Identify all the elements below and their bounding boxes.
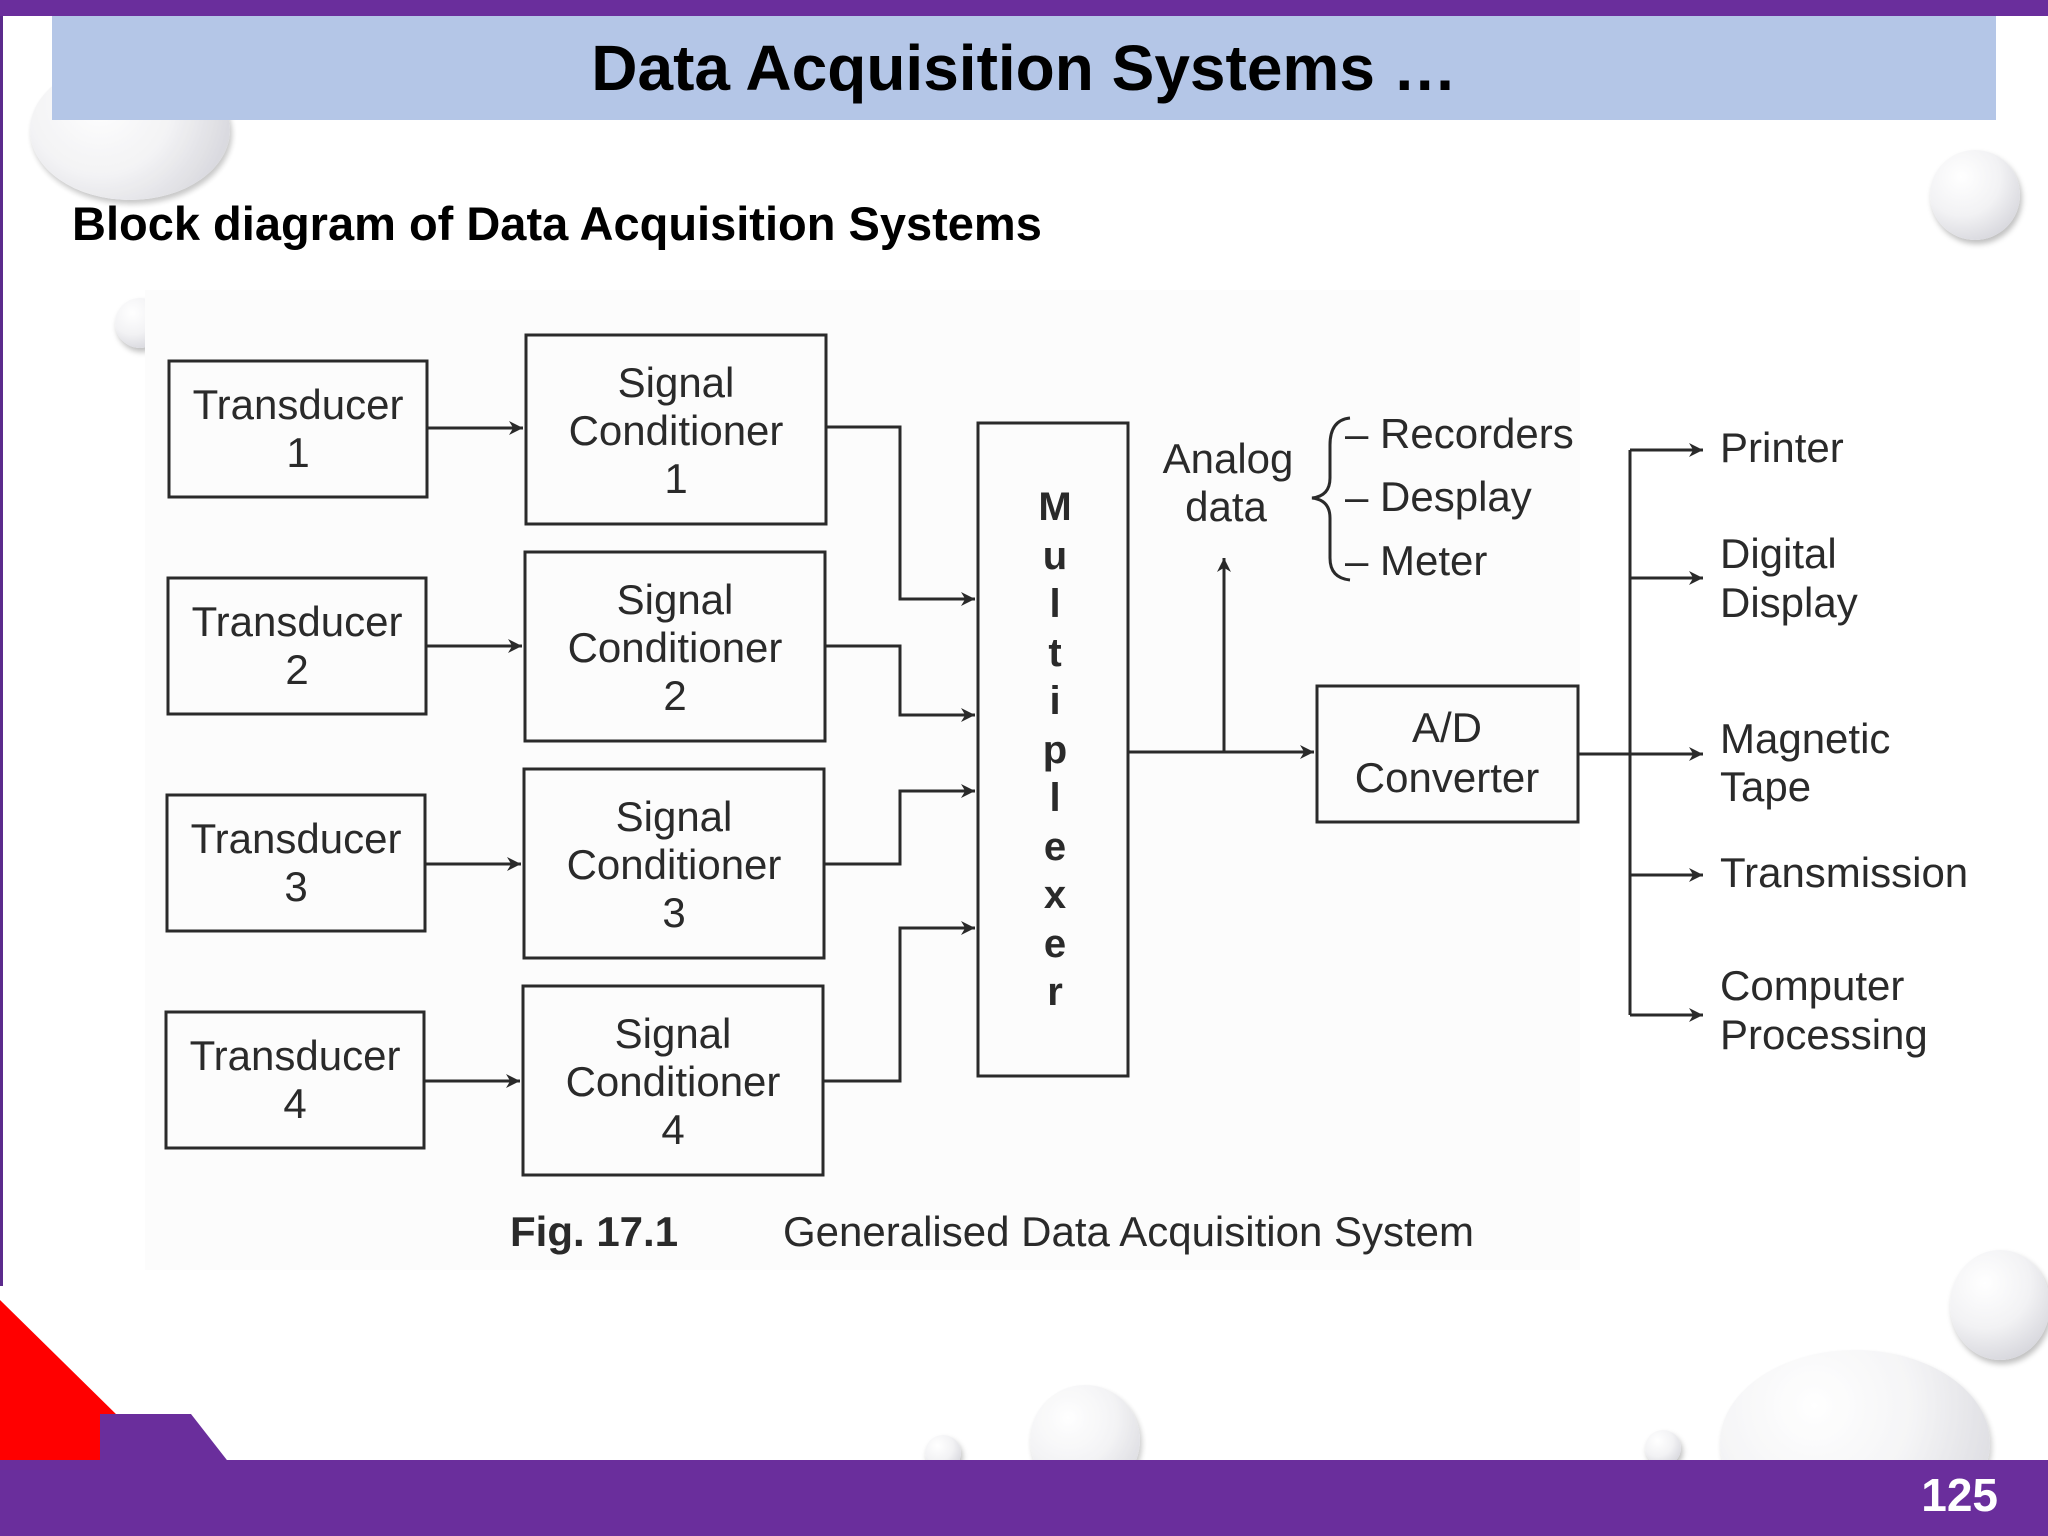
- conditioner-3-number: 3: [662, 889, 685, 936]
- diagram-background: [145, 290, 1580, 1270]
- transducer-1-number: 1: [286, 429, 309, 476]
- output-computer-processing-1: Computer: [1720, 962, 1904, 1009]
- transducer-4-number: 4: [283, 1080, 306, 1127]
- conditioner-1-signal: Signal: [618, 359, 735, 406]
- analog-output-meter: – Meter: [1345, 537, 1487, 584]
- output-transmission: Transmission: [1720, 849, 1968, 896]
- figure-caption: Generalised Data Acquisition System: [783, 1208, 1474, 1255]
- left-accent-rule: [0, 16, 3, 1286]
- multiplexer-letter: r: [1047, 970, 1063, 1014]
- analog-data-label-2: data: [1185, 483, 1267, 530]
- transducer-2-number: 2: [285, 646, 308, 693]
- conditioner-4-signal: Signal: [615, 1010, 732, 1057]
- arrow-sc2-mux: [825, 644, 975, 722]
- multiplexer-letter: e: [1044, 825, 1066, 869]
- multiplexer-letter: i: [1049, 679, 1060, 723]
- analog-output-display: – Desplay: [1345, 473, 1532, 520]
- output-computer-processing-2: Processing: [1720, 1011, 1928, 1058]
- page-number: 125: [1921, 1469, 1998, 1521]
- ad-converter-label-1: A/D: [1412, 704, 1482, 751]
- conditioner-2-number: 2: [663, 672, 686, 719]
- output-magnetic-tape-1: Magnetic: [1720, 715, 1890, 762]
- analog-outputs-brace: [1311, 416, 1351, 582]
- multiplexer-letter: e: [1044, 922, 1066, 966]
- analog-output-recorders: – Recorders: [1345, 410, 1574, 457]
- transducer-2-label: Transducer: [192, 598, 403, 645]
- multiplexer-box: [976, 421, 1130, 1078]
- decorative-bubble: [1930, 150, 2020, 240]
- output-digital-display-2: Display: [1720, 579, 1858, 626]
- conditioner-1-box: [524, 333, 828, 526]
- conditioner-4-number: 4: [661, 1106, 684, 1153]
- slide-title-bar: Data Acquisition Systems …: [52, 16, 1996, 120]
- ad-converter-label-2: Converter: [1355, 754, 1539, 801]
- transducer-3-label: Transducer: [191, 815, 402, 862]
- conditioner-1-number: 1: [664, 455, 687, 502]
- top-accent-band: [0, 0, 2048, 16]
- analog-data-label-1: Analog: [1163, 435, 1294, 482]
- conditioner-3-signal: Signal: [616, 793, 733, 840]
- multiplexer-letter: t: [1048, 631, 1061, 675]
- arrow-sc4-mux: [823, 921, 975, 1083]
- transducer-1-label: Transducer: [193, 381, 404, 428]
- multiplexer-letter: x: [1044, 873, 1066, 917]
- multiplexer-letter: p: [1043, 728, 1067, 772]
- output-printer: Printer: [1720, 424, 1844, 471]
- output-digital-display-1: Digital: [1720, 530, 1837, 577]
- transducer-3-number: 3: [284, 863, 307, 910]
- conditioner-2-label: Conditioner: [568, 624, 783, 671]
- conditioner-3-label: Conditioner: [567, 841, 782, 888]
- conditioner-4-label: Conditioner: [566, 1058, 781, 1105]
- conditioner-2-signal: Signal: [617, 576, 734, 623]
- conditioner-1-label: Conditioner: [569, 407, 784, 454]
- bottom-accent-band: [0, 1460, 2048, 1536]
- decorative-bubble: [1950, 1250, 2048, 1360]
- multiplexer-letter: M: [1038, 485, 1071, 529]
- multiplexer-letter: l: [1049, 582, 1060, 626]
- multiplexer-letter: u: [1043, 534, 1067, 578]
- transducer-4-label: Transducer: [190, 1032, 401, 1079]
- multiplexer-letter: l: [1049, 776, 1060, 820]
- arrow-sc3-mux: [824, 784, 975, 866]
- slide-subtitle: Block diagram of Data Acquisition System…: [72, 197, 1042, 250]
- arrow-sc1-mux: [826, 425, 975, 606]
- figure-number: Fig. 17.1: [510, 1208, 678, 1255]
- output-magnetic-tape-2: Tape: [1720, 763, 1811, 810]
- slide-title: Data Acquisition Systems …: [591, 32, 1457, 104]
